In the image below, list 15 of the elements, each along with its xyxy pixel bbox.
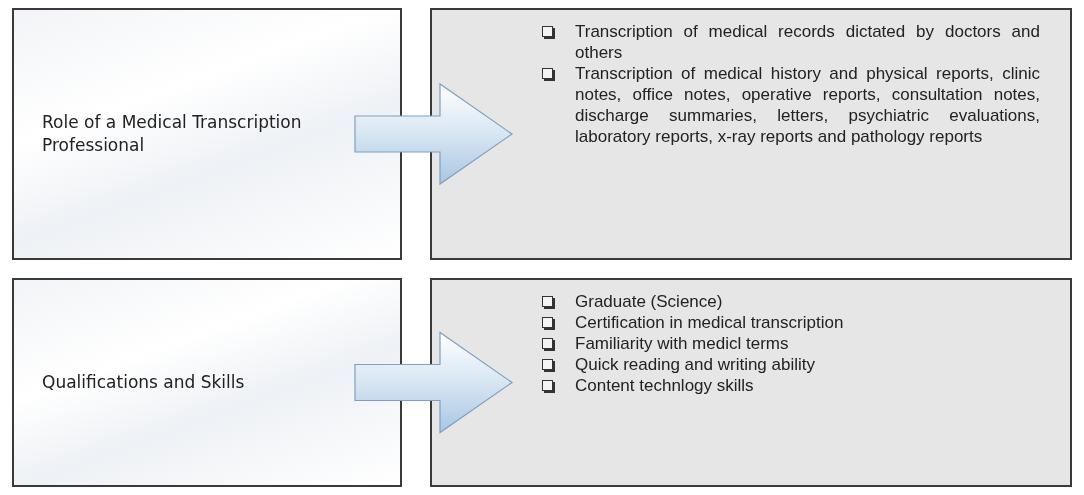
block-arrow	[354, 82, 514, 186]
panel-heading: Role of a Medical Transcription Professional	[42, 111, 303, 157]
list-item: Graduate (Science)	[575, 291, 724, 312]
block-arrow	[354, 331, 514, 434]
list-item: Transcription of medical records dictated by doctors and others	[575, 21, 1040, 63]
panel-heading: Qualifications and Skills	[42, 371, 246, 394]
list-panel	[430, 278, 1072, 487]
label-panel	[12, 8, 402, 260]
label-panel	[12, 278, 402, 487]
list-panel	[430, 8, 1072, 260]
list-item: Quick reading and writing ability	[575, 354, 816, 375]
list-item: Certification in medical transcription	[575, 312, 845, 333]
list-item: Content technlogy skills	[575, 375, 755, 396]
list-item: Familiarity with medicl terms	[575, 333, 790, 354]
list-item: Transcription of medical history and physical reports, clinic notes, office notes, operative reports, consultation notes, discharge summaries, letters, psychiatric evaluations, laboratory reports, x-ray reports and pathology reports	[575, 63, 1040, 147]
